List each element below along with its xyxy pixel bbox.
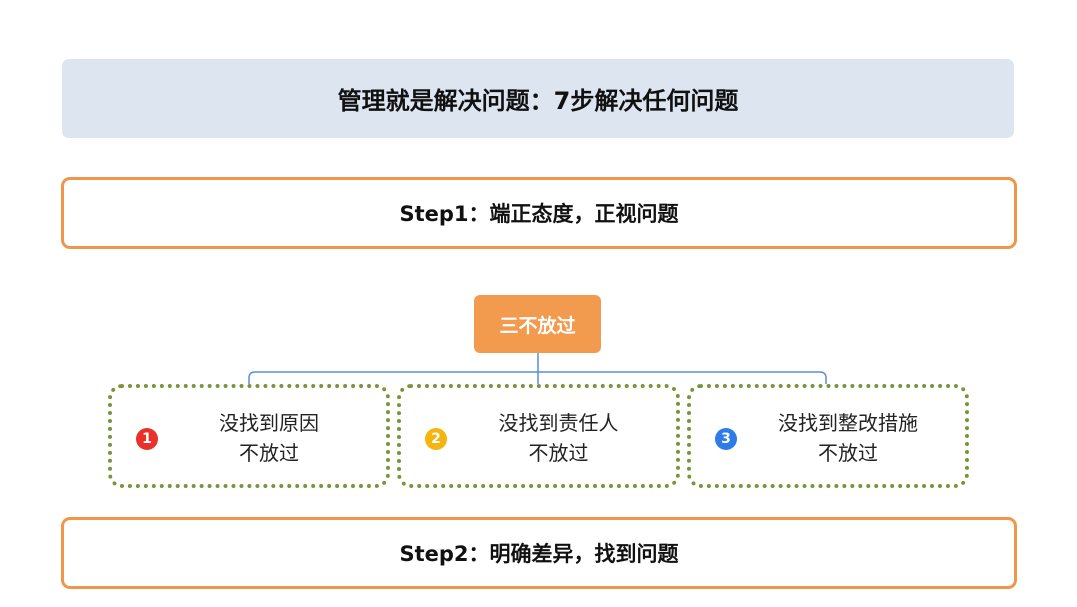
branch-node-3: 3 没找到整改措施 不放过 (687, 384, 969, 488)
branch-text: 没找到原因 不放过 (162, 408, 376, 468)
branch-text: 没找到整改措施 不放过 (741, 408, 955, 468)
number-1-icon: 1 (136, 428, 158, 450)
number-2-icon: 2 (425, 428, 447, 450)
branch-line-1: 没找到整改措施 (778, 411, 918, 435)
branch-line-2: 不放过 (528, 441, 589, 465)
branch-line-1: 没找到责任人 (498, 411, 619, 435)
branch-node-1: 1 没找到原因 不放过 (108, 384, 390, 488)
branch-line-2: 不放过 (239, 441, 299, 465)
branch-node-2: 2 没找到责任人 不放过 (397, 384, 680, 488)
central-node: 三不放过 (474, 295, 601, 353)
branch-line-1: 没找到原因 (219, 411, 319, 435)
step2-box: Step2：明确差异，找到问题 (61, 517, 1017, 589)
branch-line-2: 不放过 (818, 441, 878, 465)
page-title: 管理就是解决问题：7步解决任何问题 (62, 59, 1014, 138)
number-3-icon: 3 (715, 428, 737, 450)
branch-text: 没找到责任人 不放过 (451, 408, 666, 468)
step1-box: Step1：端正态度，正视问题 (61, 177, 1017, 249)
